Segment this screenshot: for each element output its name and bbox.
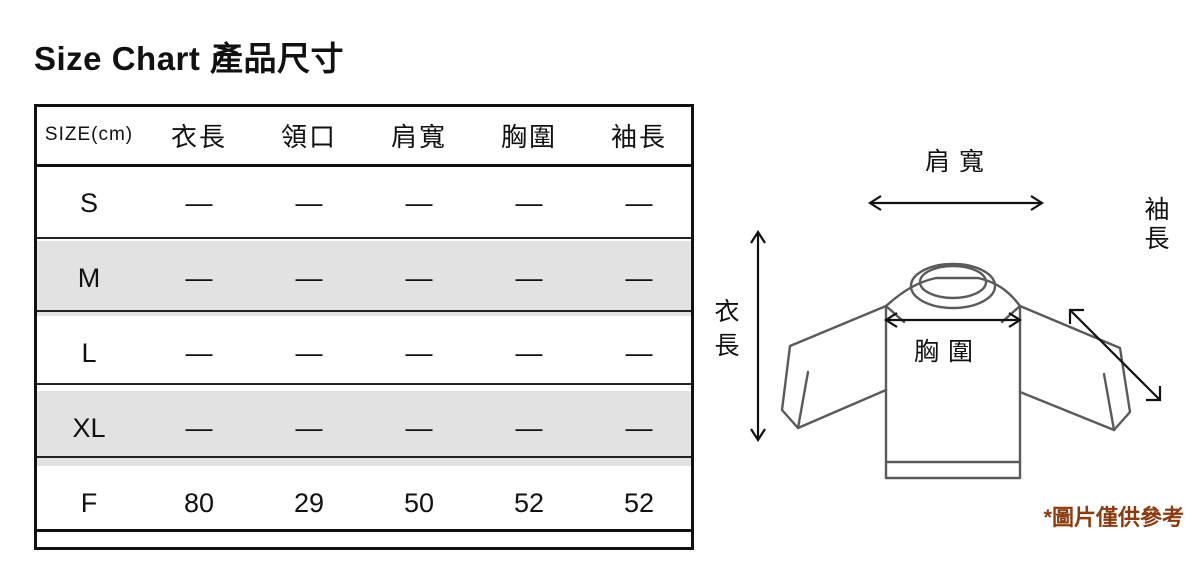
cell-chest: 52 [513,488,545,518]
cell-collar: — [295,263,323,293]
left-sleeve-shape [780,304,888,430]
right-cuff-line [1102,372,1116,432]
cell-collar: — [295,413,323,443]
row-size-label: F [80,488,98,518]
table-border-header [34,164,694,167]
label-garment-length-line2: 長 [714,332,740,360]
column-header-sleeve: 袖長 [610,121,667,152]
cell-shoulder: — [405,413,433,443]
row-size-label: XL [72,413,106,443]
cell-chest: — [515,338,543,368]
page-title: Size Chart 產品尺寸 [34,40,345,77]
garment-diagram: 肩 寬 袖 長 衣 長 胸 圍 *圖片僅供參考 [690,110,1190,540]
body-shape [884,276,1022,464]
row-size-label: L [81,338,97,368]
table-row: S — — — — — [34,166,694,241]
label-sleeve-length-line2: 長 [1144,225,1170,253]
cell-length: — [185,413,213,443]
row-size-label: S [79,188,98,218]
length-arrow-head-top [750,229,766,244]
size-chart-table: SIZE(cm) 衣長 領口 肩寬 胸圍 袖長 S — — — — — M — … [34,104,694,541]
column-header-chest: 胸圍 [500,121,557,152]
cell-sleeve: — [625,338,653,368]
table-border-row1 [34,237,694,239]
table-border-left [34,104,37,550]
sleeve-arrow-head-top [1068,308,1084,324]
shoulder-arrow-head-left [867,195,882,211]
shoulder-arrow-head-right [1030,195,1045,211]
length-arrow-head-bottom [750,428,766,443]
diagram-footnote: *圖片僅供參考 [1043,505,1184,530]
column-header-length: 衣長 [170,121,227,152]
column-header-size: SIZE(cm) [44,124,134,145]
table-border-row5 [34,529,694,532]
cell-sleeve: — [625,413,653,443]
right-sleeve-shape [1018,304,1132,432]
cell-sleeve: 52 [623,488,655,518]
cell-chest: — [515,263,543,293]
table-border-right [691,104,694,550]
table-border-row4 [34,456,694,458]
collar-outer [909,262,997,310]
chest-arrow-head-left [883,312,898,328]
column-header-collar: 領口 [280,121,337,152]
table-border-bottom [34,547,694,550]
left-cuff-line [796,370,810,430]
chest-arrow-head-right [1008,312,1023,328]
label-chest-width: 胸 圍 [914,338,974,366]
cell-shoulder: 50 [403,488,435,518]
cell-length: — [185,338,213,368]
cell-collar: 29 [293,488,325,518]
column-header-shoulder: 肩寬 [390,121,447,152]
cell-collar: — [295,188,323,218]
collar-inner [918,264,988,300]
cell-shoulder: — [405,263,433,293]
label-garment-length-line1: 衣 [714,298,740,326]
cell-collar: — [295,338,323,368]
size-chart-table-container: SIZE(cm) 衣長 領口 肩寬 胸圍 袖長 S — — — — — M — … [34,104,694,550]
cell-length: — [185,188,213,218]
table-row: L — — — — — [34,316,694,391]
cell-chest: — [515,188,543,218]
cell-shoulder: — [405,188,433,218]
sleeve-arrow-line [1069,309,1161,401]
cell-length: 80 [183,488,215,518]
table-header-row: SIZE(cm) 衣長 領口 肩寬 胸圍 袖長 [34,104,694,166]
cell-chest: — [515,413,543,443]
table-row: XL — — — — — [34,391,694,466]
label-sleeve-length-line1: 袖 [1144,196,1170,224]
cell-sleeve: — [625,188,653,218]
table-border-row2 [34,310,694,312]
garment-illustration-svg [750,195,1162,480]
hem-line [884,460,1022,480]
table-border-top [34,104,694,107]
sleeve-arrow-head-bottom [1146,386,1162,402]
table-row: F 80 29 50 52 52 [34,466,694,541]
table-border-row3 [34,383,694,385]
label-shoulder-width: 肩 寬 [925,148,985,176]
cell-shoulder: — [405,338,433,368]
row-size-label: M [77,263,101,293]
cell-sleeve: — [625,263,653,293]
cell-length: — [185,263,213,293]
table-row: M — — — — — [34,241,694,316]
